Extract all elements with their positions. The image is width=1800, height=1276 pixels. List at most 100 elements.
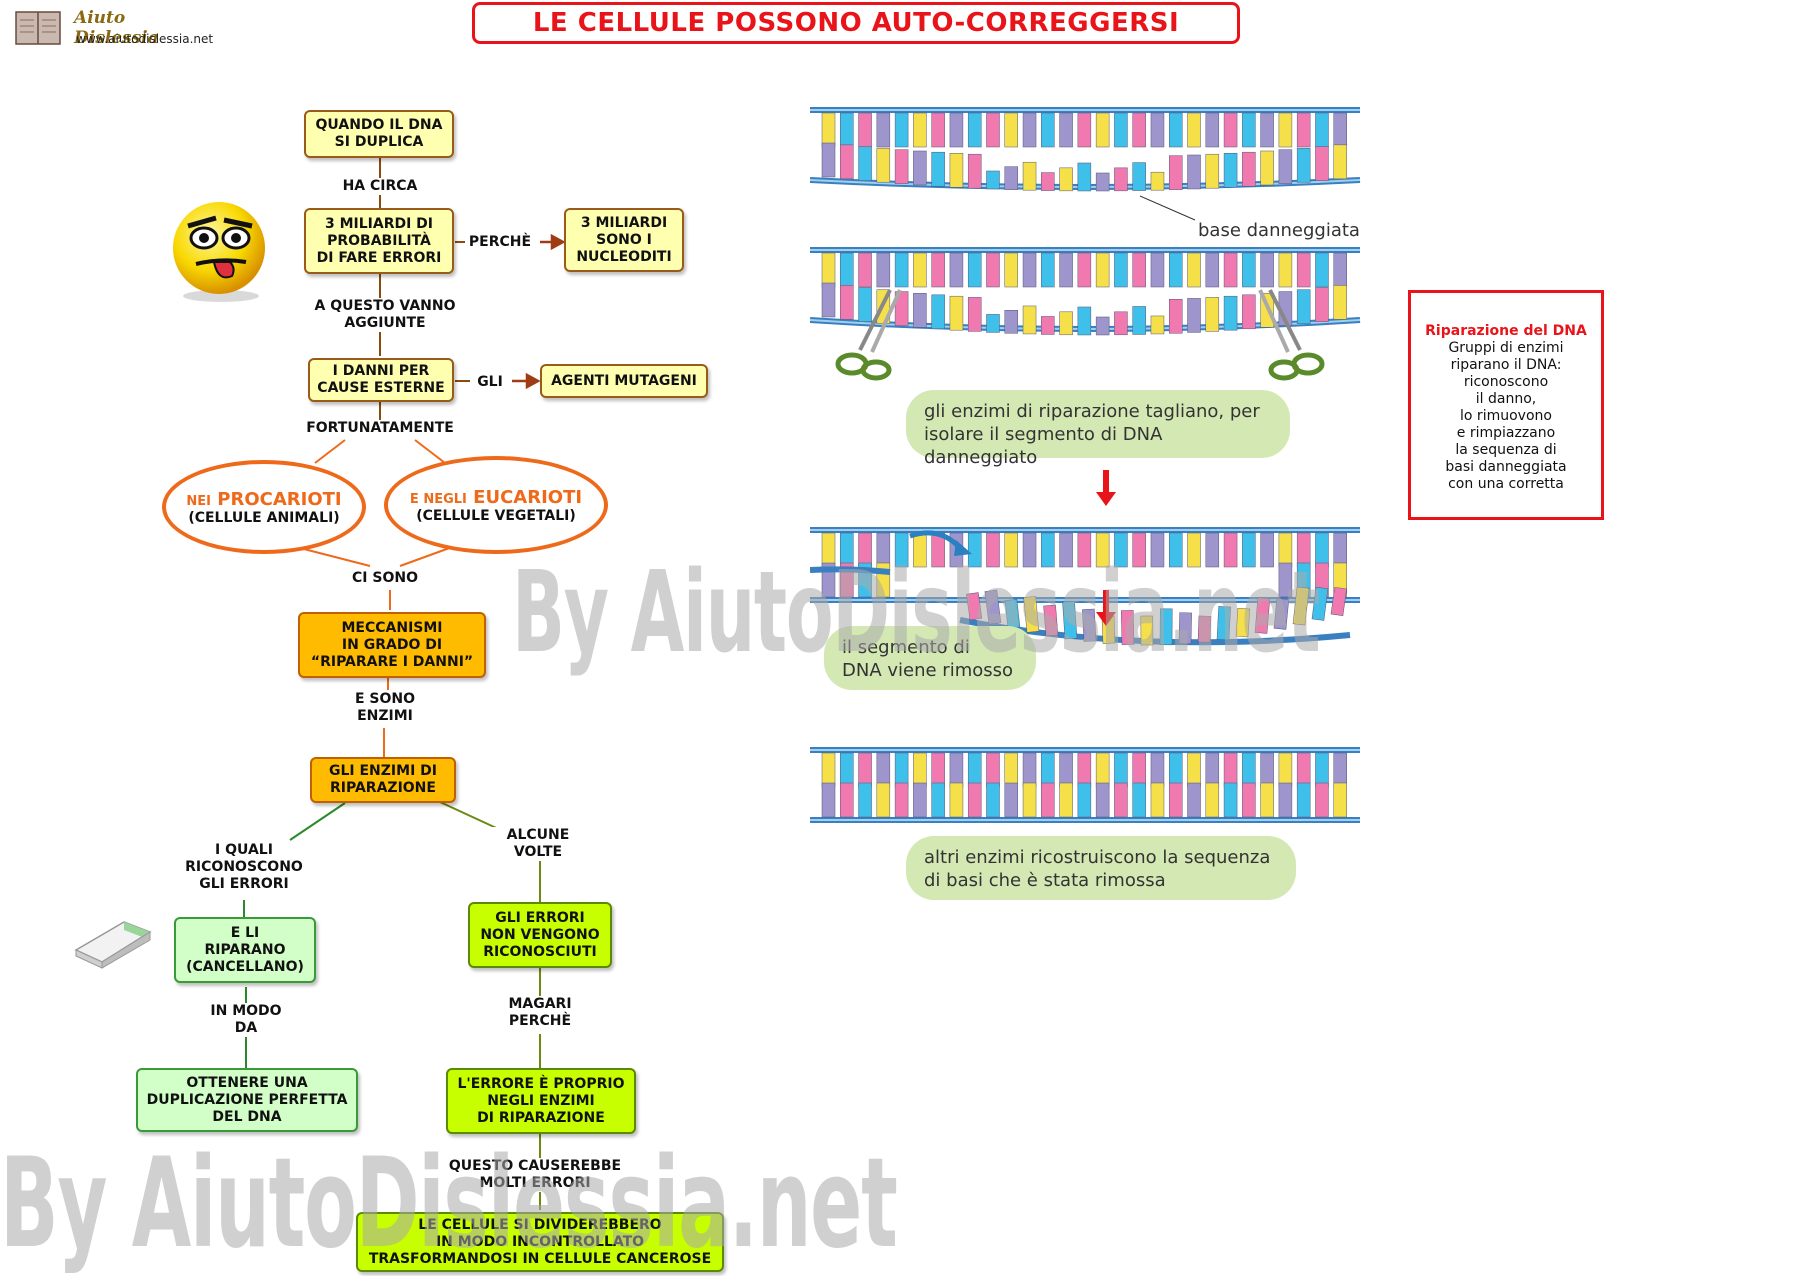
base-top xyxy=(949,112,964,148)
node-cancer: LE CELLULE SI DIVIDEREBBERO IN MODO INCO… xyxy=(356,1212,724,1272)
base-top xyxy=(1187,112,1201,148)
base-top xyxy=(913,752,927,788)
base-bottom xyxy=(1077,782,1092,818)
base-bottom xyxy=(967,782,982,818)
prokaryotes-prefix: NEI xyxy=(186,493,211,509)
base-top xyxy=(1059,752,1073,788)
base-top xyxy=(858,752,872,788)
base-top xyxy=(1223,252,1238,288)
arrow-down-1 xyxy=(1103,470,1109,494)
label-damaged-base: base danneggiata xyxy=(1198,220,1360,241)
concept-map-connectors xyxy=(243,158,566,1210)
base-top xyxy=(1095,532,1110,568)
base-bottom xyxy=(1168,782,1183,818)
base-top xyxy=(1022,532,1037,568)
base-top xyxy=(967,252,982,288)
base-bottom xyxy=(1022,305,1037,335)
base-bottom xyxy=(1187,782,1201,818)
base-top xyxy=(1315,112,1329,148)
base-bottom xyxy=(1315,782,1329,818)
base-top xyxy=(1132,112,1146,148)
link-fortunatamente: FORTUNATAMENTE xyxy=(290,420,470,437)
base-top xyxy=(1205,532,1220,568)
base-top xyxy=(840,752,854,788)
base-top xyxy=(967,752,982,788)
base-top xyxy=(967,532,982,568)
base-top xyxy=(1242,532,1256,568)
base-bottom xyxy=(1296,147,1311,183)
base-bottom xyxy=(821,142,836,178)
eukaryotes-word: EUCARIOTI xyxy=(473,486,583,508)
base-top xyxy=(1095,112,1110,148)
base-bottom xyxy=(1205,153,1220,189)
base-top xyxy=(1022,252,1037,288)
base-bottom xyxy=(1059,782,1073,818)
base-top xyxy=(1004,532,1019,568)
node-perfect-duplication: OTTENERE UNA DUPLICAZIONE PERFETTA DEL D… xyxy=(136,1068,358,1132)
info-box-title: Riparazione del DNA xyxy=(1425,323,1587,339)
info-box: Riparazione del DNA Gruppi di enzimi rip… xyxy=(1408,290,1604,520)
base-top xyxy=(1333,112,1347,148)
base-top xyxy=(894,752,909,788)
base-top xyxy=(1077,252,1092,288)
base-top xyxy=(986,532,1000,568)
base-bottom xyxy=(1022,161,1037,191)
base-top xyxy=(1168,752,1183,788)
base-bottom xyxy=(1333,285,1347,320)
base-bottom xyxy=(949,782,964,818)
base-bottom xyxy=(1333,144,1347,180)
base-bottom xyxy=(1150,782,1165,818)
node-mechanisms: MECCANISMI IN GRADO DI “RIPARARE I DANNI… xyxy=(298,612,486,678)
link-gli: GLI xyxy=(470,374,510,391)
base-top xyxy=(1333,532,1347,568)
base-top xyxy=(876,752,891,788)
base-top xyxy=(1260,752,1274,788)
base-bottom xyxy=(1315,287,1329,322)
dna-repair-figure xyxy=(810,107,1361,824)
node-prokaryotes: NEI PROCARIOTI (CELLULE ANIMALI) xyxy=(162,460,366,554)
base-bottom xyxy=(949,153,964,188)
base-bottom xyxy=(1296,782,1311,818)
node-dna-duplicates: QUANDO IL DNA SI DUPLICA xyxy=(304,110,454,158)
base-top xyxy=(986,752,1000,788)
base-bottom xyxy=(858,146,872,181)
base-bottom xyxy=(1132,306,1146,335)
arrow-down-2 xyxy=(1103,590,1109,614)
base-top xyxy=(913,112,927,148)
base-top xyxy=(1242,252,1256,288)
base-top xyxy=(931,752,945,788)
base-top xyxy=(894,532,909,568)
base-top xyxy=(1150,112,1165,148)
base-top xyxy=(1150,252,1165,288)
base-bottom xyxy=(1187,154,1201,190)
watermark-center: By AiutoDislessia.net xyxy=(512,548,1321,678)
eraser-icon xyxy=(74,921,152,969)
site-logo[interactable]: Aiuto Dislessia www.aiutodislessia.net xyxy=(14,6,214,52)
eukaryotes-prefix: E NEGLI xyxy=(409,491,467,507)
base-top xyxy=(1168,532,1183,568)
base-bottom xyxy=(1114,167,1128,192)
node-external-damage: I DANNI PER CAUSE ESTERNE xyxy=(308,358,454,402)
base-top xyxy=(840,112,854,148)
base-top xyxy=(1205,112,1220,148)
base-top xyxy=(1296,112,1311,148)
smiley-face-icon xyxy=(173,202,265,302)
base-bottom xyxy=(1168,299,1183,334)
base-top xyxy=(1187,252,1201,288)
caption-removed: il segmento di DNA viene rimosso xyxy=(824,626,1036,690)
base-bottom xyxy=(876,147,891,183)
base-bottom xyxy=(1242,151,1256,187)
node-repair-enzymes: GLI ENZIMI DI RIPARAZIONE xyxy=(310,757,456,803)
logo-url: www.aiutodislessia.net xyxy=(76,32,214,46)
base-top xyxy=(1041,752,1055,788)
base-top xyxy=(949,752,964,788)
base-top xyxy=(1242,112,1256,148)
base-top xyxy=(1260,252,1274,288)
base-top xyxy=(1150,752,1165,788)
base-top xyxy=(931,112,945,148)
base-top xyxy=(1315,752,1329,788)
base-top xyxy=(1077,752,1092,788)
base-bottom xyxy=(840,782,854,818)
base-top xyxy=(821,252,836,288)
base-bottom xyxy=(894,782,909,818)
